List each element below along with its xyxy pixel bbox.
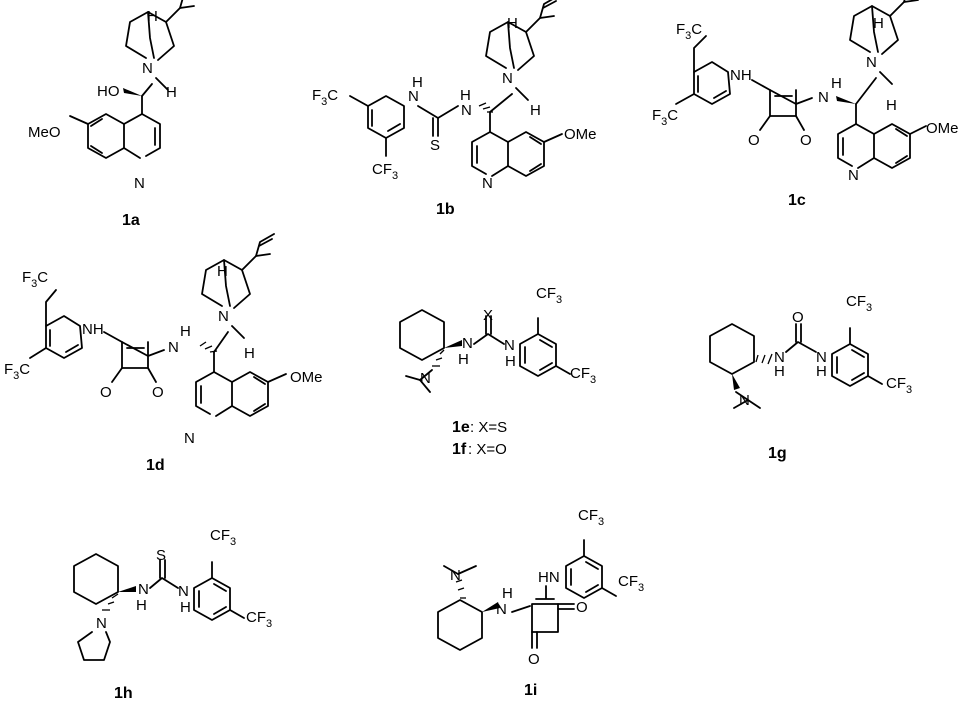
compound-label: 1g <box>768 445 787 462</box>
atom-o: O <box>100 384 112 401</box>
atom-n: N <box>848 167 859 184</box>
atom-n: N <box>866 54 877 71</box>
atom-ome: OMe <box>564 126 597 143</box>
atom-o: O <box>576 599 588 616</box>
atom-n: N <box>496 601 507 618</box>
atom-cf3: F3C <box>652 107 678 128</box>
atom-n: N <box>739 392 750 409</box>
compound-1b: N H H H N S H N F3C CF3 N <box>312 0 597 218</box>
atom-s: S <box>430 137 440 154</box>
compound-1c: N H H N H O O NH F3C F3C N <box>652 0 959 209</box>
atom-cf3: CF3 <box>578 507 604 528</box>
compound-1h: N N H S N H CF3 CF3 1h <box>73 527 272 702</box>
atom-cf3: CF3 <box>210 527 236 548</box>
atom-cf3: CF3 <box>570 365 596 386</box>
atom-h: H <box>136 597 147 614</box>
atom-cf3: CF3 <box>886 375 912 396</box>
atom-cf3: F3C <box>676 21 702 42</box>
atom-h: H <box>180 323 191 340</box>
atom-n: N <box>818 89 829 106</box>
compound-label: 1e <box>452 419 470 436</box>
compound-label: 1a <box>122 212 140 229</box>
atom-o: O <box>792 309 804 326</box>
atom-cf3: F3C <box>4 361 30 382</box>
compound-label: 1h <box>114 685 133 702</box>
atom-h: H <box>147 8 158 25</box>
compound-1d: N H H N H O O NH F3C F3C <box>4 233 323 474</box>
atom-n: N <box>450 567 461 584</box>
atom-cf3: CF3 <box>372 161 398 182</box>
atom-cf3: CF3 <box>618 573 644 594</box>
atom-h: H <box>507 15 518 32</box>
atom-o: O <box>152 384 164 401</box>
atom-nh: NH <box>730 67 752 84</box>
atom-s: S <box>156 547 166 564</box>
atom-n: N <box>774 349 785 366</box>
compound-1i: N N H O O HN CF3 CF3 1i <box>437 507 644 699</box>
atom-h: H <box>502 585 513 602</box>
variant-note: : X=S <box>470 419 507 436</box>
atom-cf3: CF3 <box>536 285 562 306</box>
atom-n: N <box>178 583 189 600</box>
atom-n: N <box>482 175 493 192</box>
compound-label: 1d <box>146 457 165 474</box>
atom-n: N <box>138 581 149 598</box>
atom-h: H <box>831 75 842 92</box>
compound-label: 1f <box>452 441 467 458</box>
variant-note: : X=O <box>468 441 507 458</box>
compound-label: 1i <box>524 682 537 699</box>
atom-ome: OMe <box>926 120 959 137</box>
atom-n: N <box>168 339 179 356</box>
atom-cf3: CF3 <box>246 609 272 630</box>
atom-h: H <box>873 15 884 32</box>
atom-n: N <box>408 88 419 105</box>
atom-h: H <box>816 363 827 380</box>
atom-ho: HO <box>97 83 120 100</box>
atom-n: N <box>504 337 515 354</box>
compound-1e-1f: N N H X N H CF3 CF3 1e : X=S 1f : X=O <box>399 285 596 458</box>
atom-h: H <box>505 353 516 370</box>
atom-ome: OMe <box>290 369 323 386</box>
atom-meo: MeO <box>28 124 61 141</box>
atom-x: X <box>483 307 493 324</box>
atom-n: N <box>142 60 153 77</box>
compound-1a: N H H HO N MeO 1a <box>28 0 199 229</box>
atom-n: N <box>461 102 472 119</box>
atom-h: H <box>458 351 469 368</box>
atom-n: N <box>816 349 827 366</box>
atom-cf3: F3C <box>22 269 48 290</box>
atom-o: O <box>748 132 760 149</box>
atom-h: H <box>774 363 785 380</box>
atom-nh: H <box>412 74 423 91</box>
compound-1g: N N H O N H CF3 CF3 1g <box>709 293 912 462</box>
atom-hn: HN <box>538 569 560 586</box>
atom-cf3: CF3 <box>846 293 872 314</box>
atom-h: H <box>166 84 177 101</box>
atom-n: N <box>502 70 513 87</box>
atom-n: N <box>420 370 431 387</box>
atom-h: H <box>180 599 191 616</box>
compound-label: 1c <box>788 192 806 209</box>
atom-o: O <box>528 651 540 668</box>
atom-h: H <box>530 102 541 119</box>
atom-n: N <box>218 308 229 325</box>
atom-h: H <box>886 97 897 114</box>
atom-nh: H <box>460 87 471 104</box>
atom-cf3: F3C <box>312 87 338 108</box>
atom-n: N <box>184 430 195 447</box>
atom-nh: NH <box>82 321 104 338</box>
atom-n: N <box>462 335 473 352</box>
compound-label: 1b <box>436 201 455 218</box>
atom-n: N <box>134 175 145 192</box>
atom-o: O <box>800 132 812 149</box>
atom-h: H <box>244 345 255 362</box>
atom-h: H <box>217 263 228 280</box>
atom-n: N <box>96 615 107 632</box>
